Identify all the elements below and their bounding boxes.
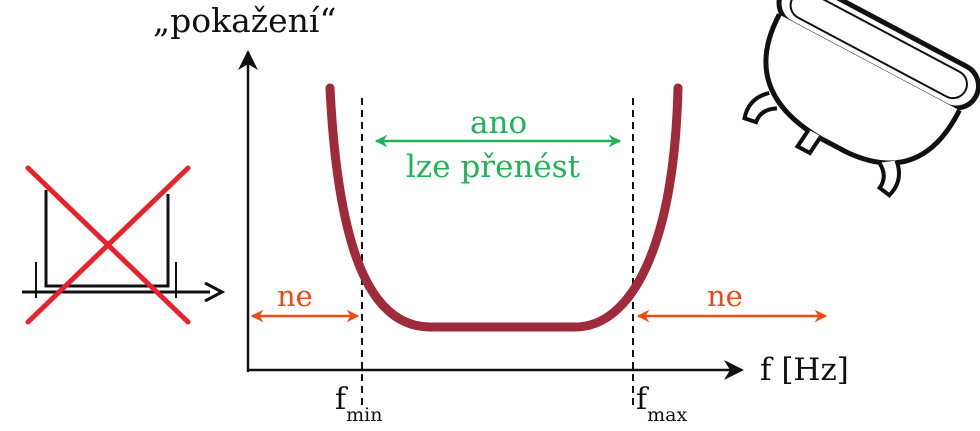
pass-band-label-ano: ano [470,108,527,139]
y-axis-label: „pokažení“ [153,4,336,37]
fmax-label: fmax [636,385,687,415]
pass-band-label-lze-prenest: lze přenést [406,152,580,183]
fmin-label: fmin [335,385,382,415]
reject-right-label: ne [707,282,743,311]
x-axis-label: f [Hz] [760,355,849,386]
bathtub-icon [722,0,980,209]
crossed-out-rectangular-response-icon [22,168,222,322]
reject-left-label: ne [277,282,313,311]
